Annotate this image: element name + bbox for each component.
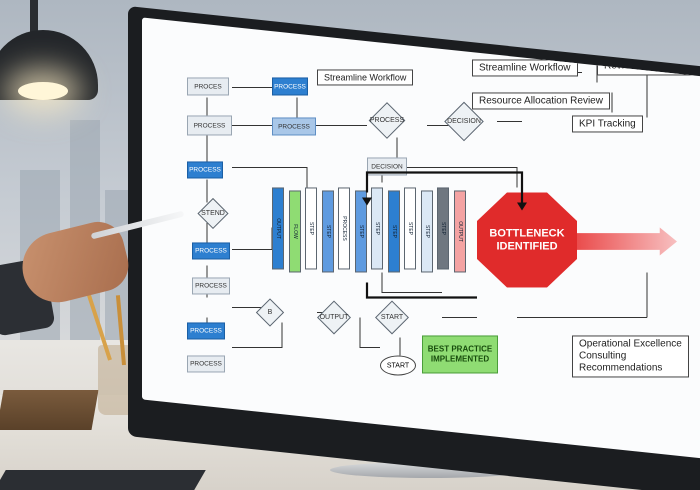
monitor: PROCES PROCESS PROCESS PROCESS PROCESS P…	[128, 6, 700, 490]
keyboard	[0, 470, 206, 490]
notebook	[0, 390, 99, 430]
flowchart: PROCES PROCESS PROCESS PROCESS PROCESS P…	[142, 17, 700, 397]
screen: PROCES PROCESS PROCESS PROCESS PROCESS P…	[142, 17, 700, 459]
loop-arrow	[362, 171, 527, 299]
